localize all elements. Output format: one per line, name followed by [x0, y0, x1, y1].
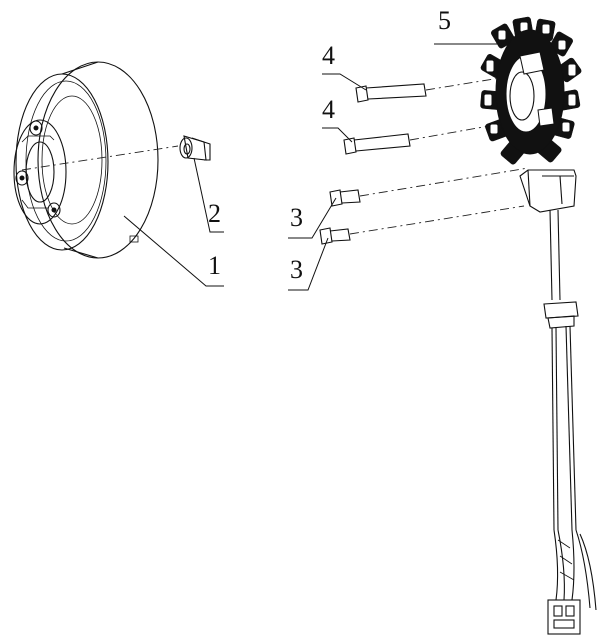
flywheel-rotor [13, 61, 179, 259]
callout-5: 5 [434, 6, 500, 45]
callout-label: 4 [322, 95, 335, 124]
long-bolt-upper [355, 77, 501, 103]
sleeve-part [179, 135, 211, 161]
callout-label: 3 [290, 255, 303, 284]
callout-1: 1 [123, 215, 224, 287]
callout-label: 3 [290, 203, 303, 232]
callout-4-lower: 4 [322, 95, 353, 143]
callout-3-lower: 3 [288, 237, 329, 291]
callout-label: 2 [208, 199, 221, 228]
callout-label: 4 [322, 41, 335, 70]
callout-label: 1 [208, 251, 221, 280]
callout-3-upper: 3 [288, 197, 337, 239]
long-bolt-lower [343, 123, 501, 155]
wire-harness [519, 169, 597, 635]
callout-label: 5 [438, 6, 451, 35]
short-bolt-lower [319, 205, 525, 245]
callout-4-upper: 4 [322, 41, 367, 91]
short-bolt-upper [329, 167, 529, 207]
callout-2: 2 [193, 157, 224, 233]
stator-assembly [480, 16, 582, 165]
